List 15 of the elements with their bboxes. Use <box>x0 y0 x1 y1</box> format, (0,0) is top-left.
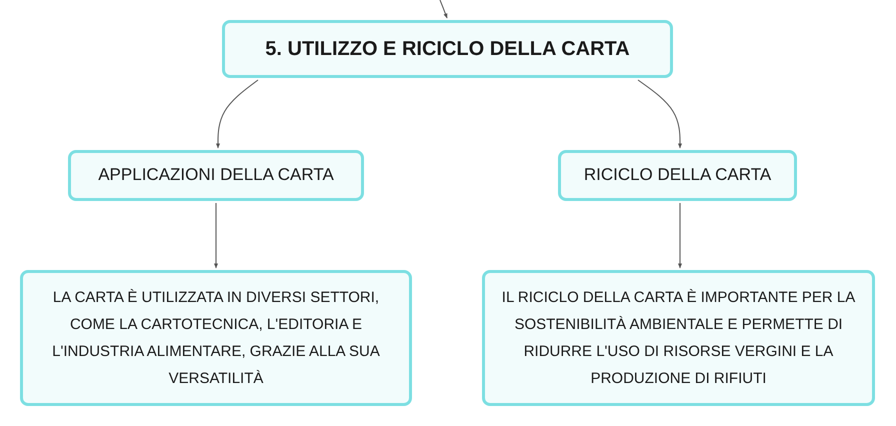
description-box <box>20 270 412 406</box>
topic-box <box>68 150 364 201</box>
arrow <box>216 80 258 148</box>
description-box <box>482 270 875 406</box>
title-box <box>222 20 673 78</box>
arrow <box>638 80 682 148</box>
node-text: 5. UTILIZZO E RICICLO DELLA CARTA <box>265 37 630 61</box>
arrow <box>440 0 448 18</box>
node-text: RICICLO DELLA CARTA <box>584 165 772 186</box>
node-text: APPLICAZIONI DELLA CARTA <box>98 165 334 186</box>
arrow <box>214 202 218 268</box>
node-text: LA CARTA È UTILIZZATA IN DIVERSI SETTORI, COME LA CARTOTECNICA, L'EDITORIA E L'INDUSTRIA ALIMENTARE, GRAZIE ALLA SUA VERSATILITÀ <box>51 288 381 389</box>
arrow <box>678 202 682 268</box>
topic-box <box>558 150 797 201</box>
node-text: IL RICICLO DELLA CARTA È IMPORTANTE PER LA SOSTENIBILITÀ AMBIENTALE E PERMETTE DI RIDURRE L'USO DI RISORSE VERGINI E LA PRODUZIONE DI RIFIUTI <box>500 288 856 389</box>
